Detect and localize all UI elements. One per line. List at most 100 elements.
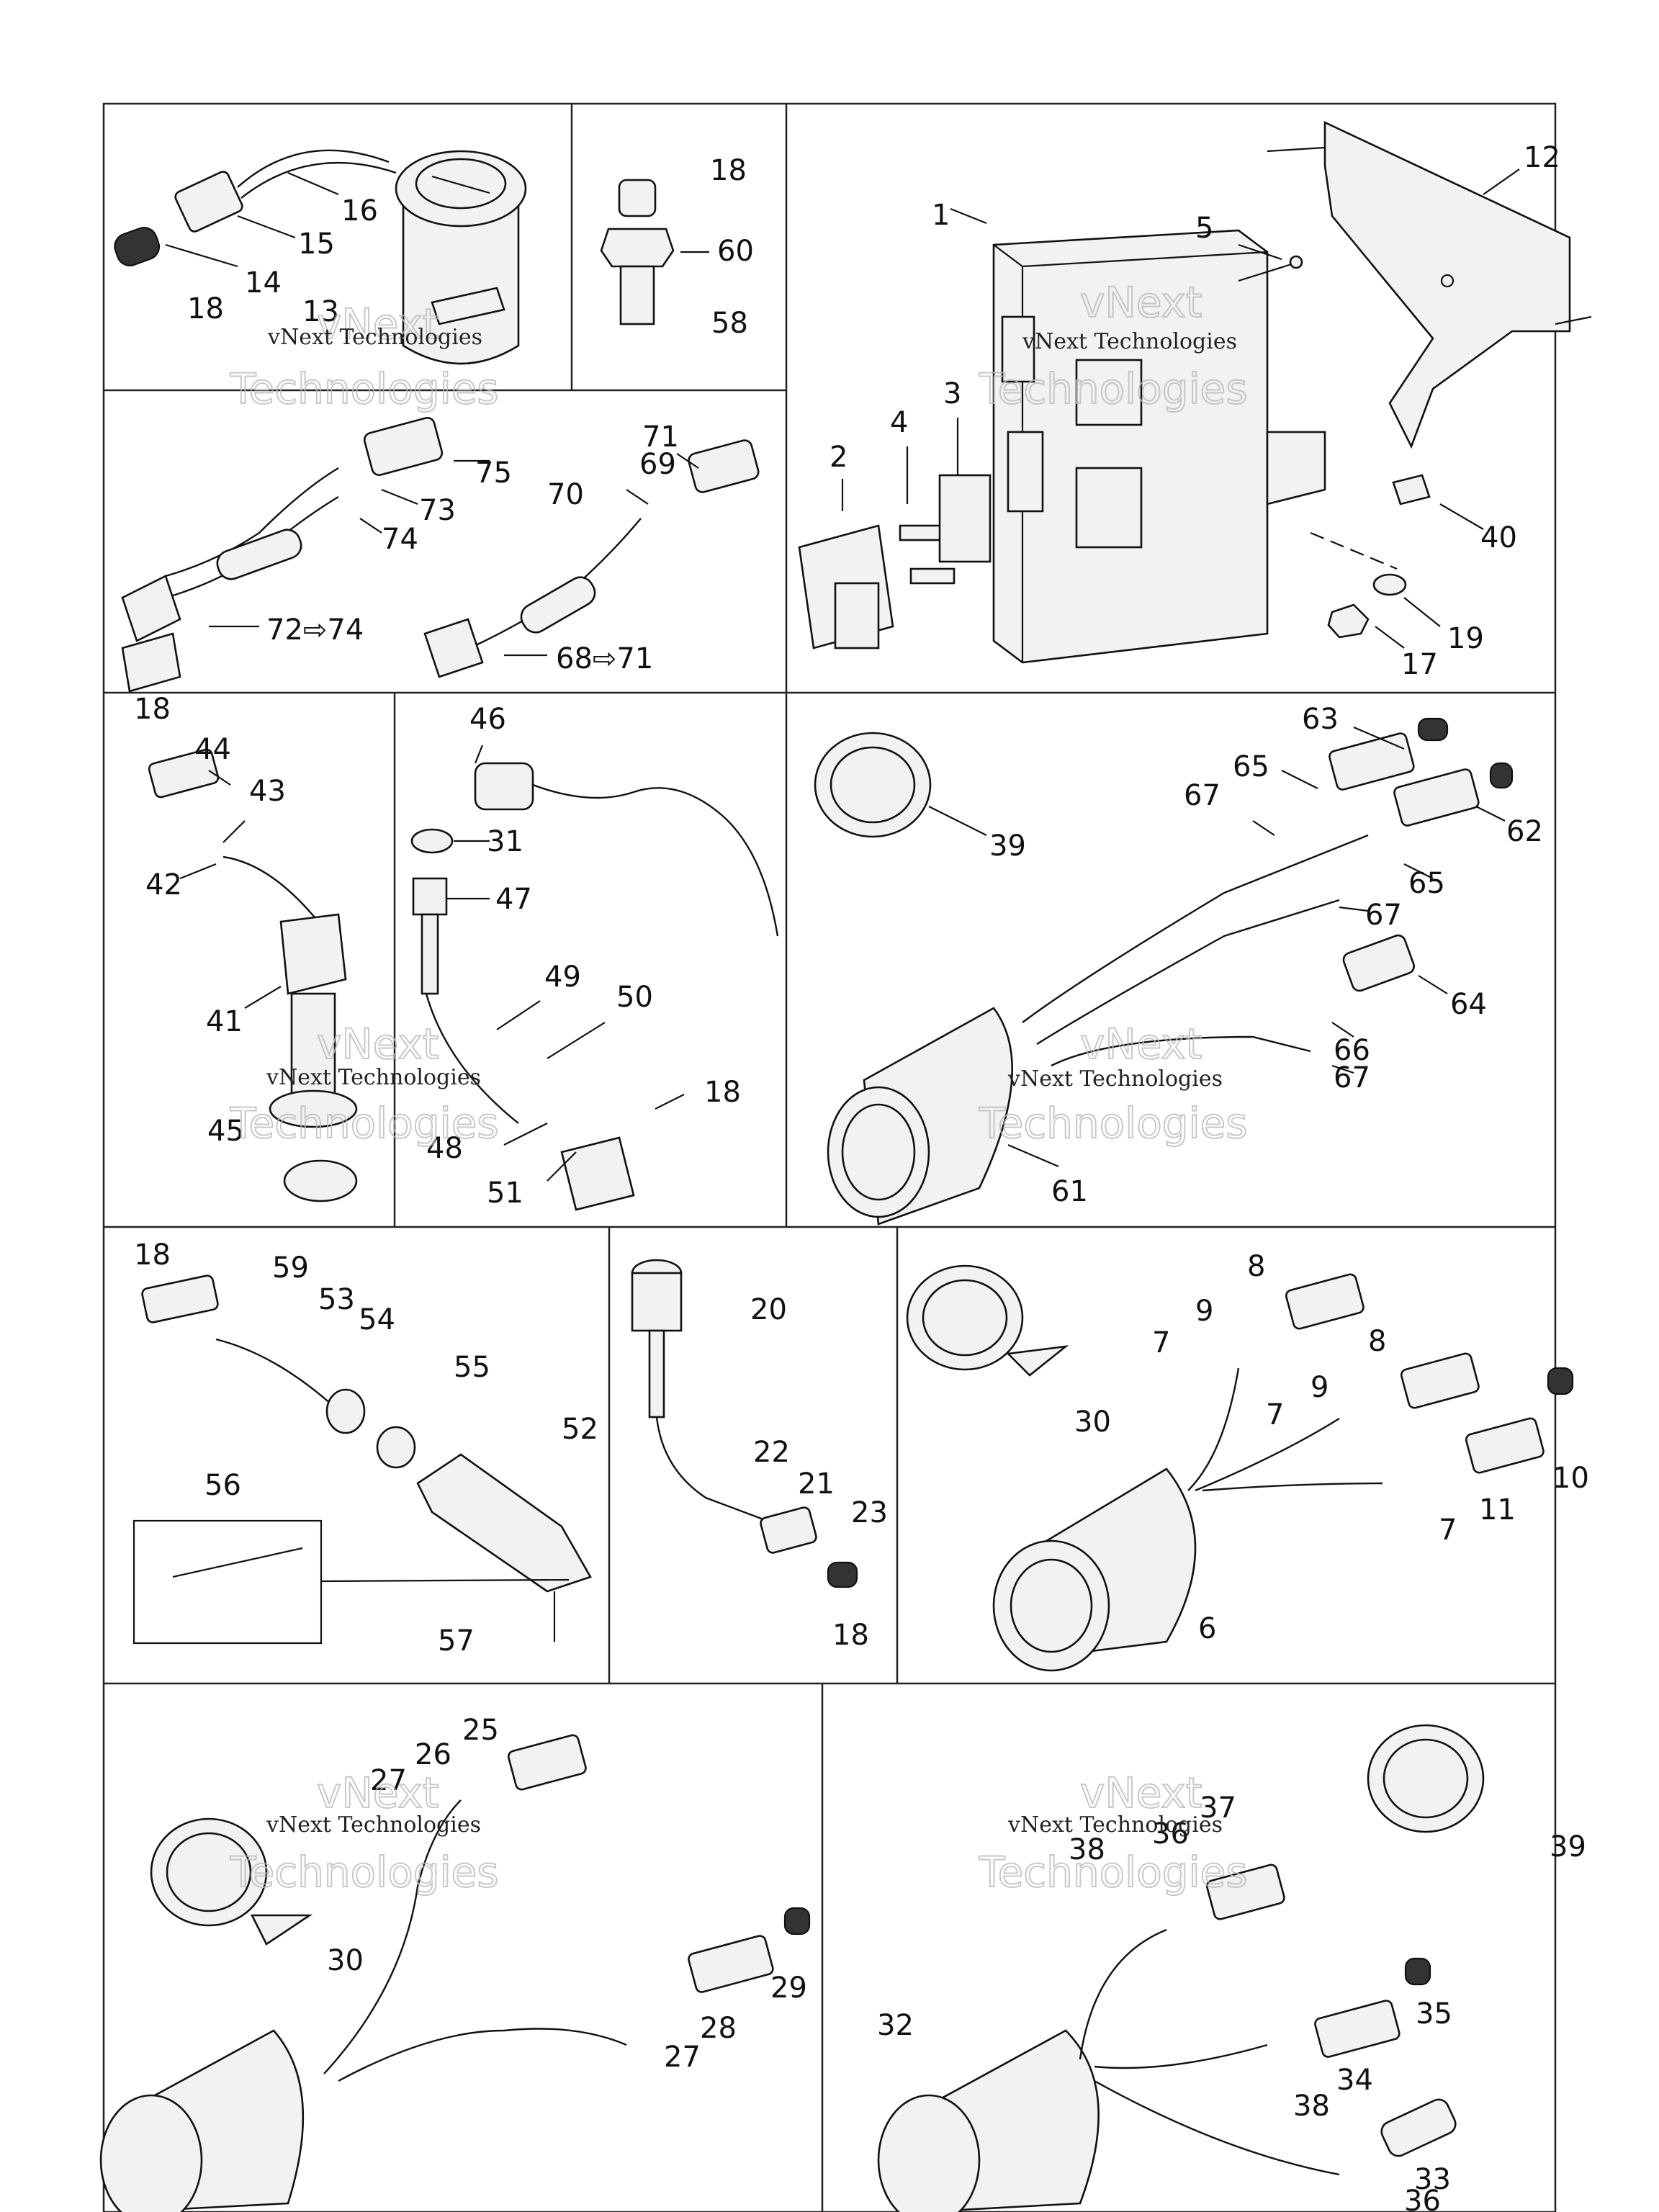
callout-34: 34 xyxy=(1336,2064,1373,2097)
callout-67b: 67 xyxy=(1365,899,1402,932)
callout-28: 28 xyxy=(700,2012,737,2045)
gauge-32 xyxy=(877,1863,1457,2212)
callout-18a: 18 xyxy=(187,292,224,325)
watermark-tech-1: Technologies xyxy=(230,364,499,413)
watermark-tech-5: Technologies xyxy=(230,1848,499,1897)
watermarks: vNext vNext Technologies Technologies vN… xyxy=(229,277,1249,1897)
gauge-61-connectors xyxy=(1328,717,1514,992)
callout-47: 47 xyxy=(495,883,532,916)
callout-18c: 18 xyxy=(134,693,171,726)
watermark-vnext-1: vNext xyxy=(317,300,439,349)
callout-5: 5 xyxy=(1195,212,1213,245)
watermark-brand-2: vNext Technologies xyxy=(1022,329,1237,354)
callout-60: 60 xyxy=(717,235,754,268)
callout-31: 31 xyxy=(487,825,523,858)
callout-44: 44 xyxy=(194,733,231,766)
watermark-brand-5: vNext Technologies xyxy=(266,1812,481,1838)
callout-labels: 1 2 3 4 5 6 7 7 7 8 8 9 9 10 11 12 13 14… xyxy=(134,141,1589,2212)
temperature-sensor xyxy=(600,179,675,325)
watermark-brand-4: vNext Technologies xyxy=(1007,1066,1223,1092)
callout-58: 58 xyxy=(711,307,748,340)
callout-72-74: 72⇨74 xyxy=(266,613,364,647)
callout-52: 52 xyxy=(562,1413,598,1446)
callout-70: 70 xyxy=(547,478,584,511)
callout-75: 75 xyxy=(475,457,512,490)
callout-45: 45 xyxy=(207,1115,244,1148)
callout-27a: 27 xyxy=(370,1764,407,1797)
callout-18e: 18 xyxy=(134,1238,171,1272)
leader-lines xyxy=(165,168,1520,1182)
callout-8a: 8 xyxy=(1247,1250,1265,1283)
callout-40: 40 xyxy=(1480,521,1517,554)
callout-61: 61 xyxy=(1051,1175,1088,1208)
callout-27b: 27 xyxy=(664,2041,701,2074)
callout-9a: 9 xyxy=(1195,1295,1213,1328)
rivet xyxy=(1238,255,1303,282)
nut-washer xyxy=(1310,474,1431,639)
callout-43: 43 xyxy=(249,775,286,808)
callout-41: 41 xyxy=(206,1005,243,1038)
callout-26: 26 xyxy=(415,1738,451,1771)
callout-4: 4 xyxy=(890,406,908,439)
callout-10: 10 xyxy=(1552,1462,1589,1495)
callout-56: 56 xyxy=(204,1469,241,1502)
callout-11: 11 xyxy=(1479,1493,1516,1527)
watermark-vnext-3: vNext xyxy=(317,1020,439,1069)
fuses xyxy=(899,474,992,585)
callout-38a: 38 xyxy=(1069,1833,1105,1866)
lanyard-switch xyxy=(410,762,779,1211)
callout-48: 48 xyxy=(426,1132,463,1165)
sender-harness-2 xyxy=(423,439,760,678)
watermark-vnext-6: vNext xyxy=(1080,1768,1202,1817)
fuel-pump xyxy=(395,150,527,365)
watermark-tech-6: Technologies xyxy=(979,1848,1248,1897)
callout-9b: 9 xyxy=(1310,1371,1328,1404)
watermark-tech-4: Technologies xyxy=(979,1099,1248,1148)
callout-39a: 39 xyxy=(989,830,1026,863)
callout-19: 19 xyxy=(1447,622,1484,655)
gauge-bezel-30 xyxy=(906,1264,1069,1377)
callout-30a: 30 xyxy=(1074,1406,1111,1439)
callout-16: 16 xyxy=(341,194,378,228)
gauge-bezel-39 xyxy=(814,732,932,838)
callout-15: 15 xyxy=(298,228,335,261)
callout-54: 54 xyxy=(359,1303,395,1336)
callout-1: 1 xyxy=(932,199,950,232)
callout-37: 37 xyxy=(1200,1791,1236,1825)
level-switch xyxy=(148,748,358,1202)
callout-35: 35 xyxy=(1416,1997,1452,2031)
callout-38b: 38 xyxy=(1293,2090,1330,2123)
callout-32: 32 xyxy=(877,2009,914,2042)
callout-17: 17 xyxy=(1401,648,1438,681)
callout-20: 20 xyxy=(750,1293,787,1326)
callout-23: 23 xyxy=(851,1496,888,1529)
mounting-bracket xyxy=(1267,120,1592,449)
callout-18b: 18 xyxy=(710,154,747,187)
callout-53: 53 xyxy=(318,1283,355,1316)
callout-36b: 36 xyxy=(1404,2185,1441,2212)
watermark-brand-1: vNext Technologies xyxy=(267,325,482,350)
callout-21: 21 xyxy=(798,1467,835,1501)
callout-18f: 18 xyxy=(832,1619,869,1652)
watermark-tech-3: Technologies xyxy=(230,1099,499,1148)
gauge-lower-left xyxy=(99,1734,811,2212)
watermark-vnext-5: vNext xyxy=(317,1768,439,1817)
gauge-6 xyxy=(992,1273,1574,1672)
ecm-module xyxy=(992,229,1326,664)
callout-65b: 65 xyxy=(1408,867,1445,900)
watermark-brand-3: vNext Technologies xyxy=(266,1065,481,1090)
callout-42: 42 xyxy=(145,868,182,902)
watermark-vnext-4: vNext xyxy=(1080,1020,1202,1069)
callout-74: 74 xyxy=(382,523,418,556)
callout-65a: 65 xyxy=(1233,750,1269,783)
callout-33: 33 xyxy=(1414,2163,1451,2196)
callout-57: 57 xyxy=(438,1624,475,1658)
watermark-tech-2: Technologies xyxy=(979,364,1248,413)
gauge-bezel-30-lower xyxy=(150,1817,313,1946)
callout-49: 49 xyxy=(544,961,581,994)
callout-55: 55 xyxy=(454,1351,490,1384)
callout-71: 71 xyxy=(642,421,679,454)
callout-73: 73 xyxy=(419,494,456,527)
callout-62: 62 xyxy=(1506,815,1543,848)
